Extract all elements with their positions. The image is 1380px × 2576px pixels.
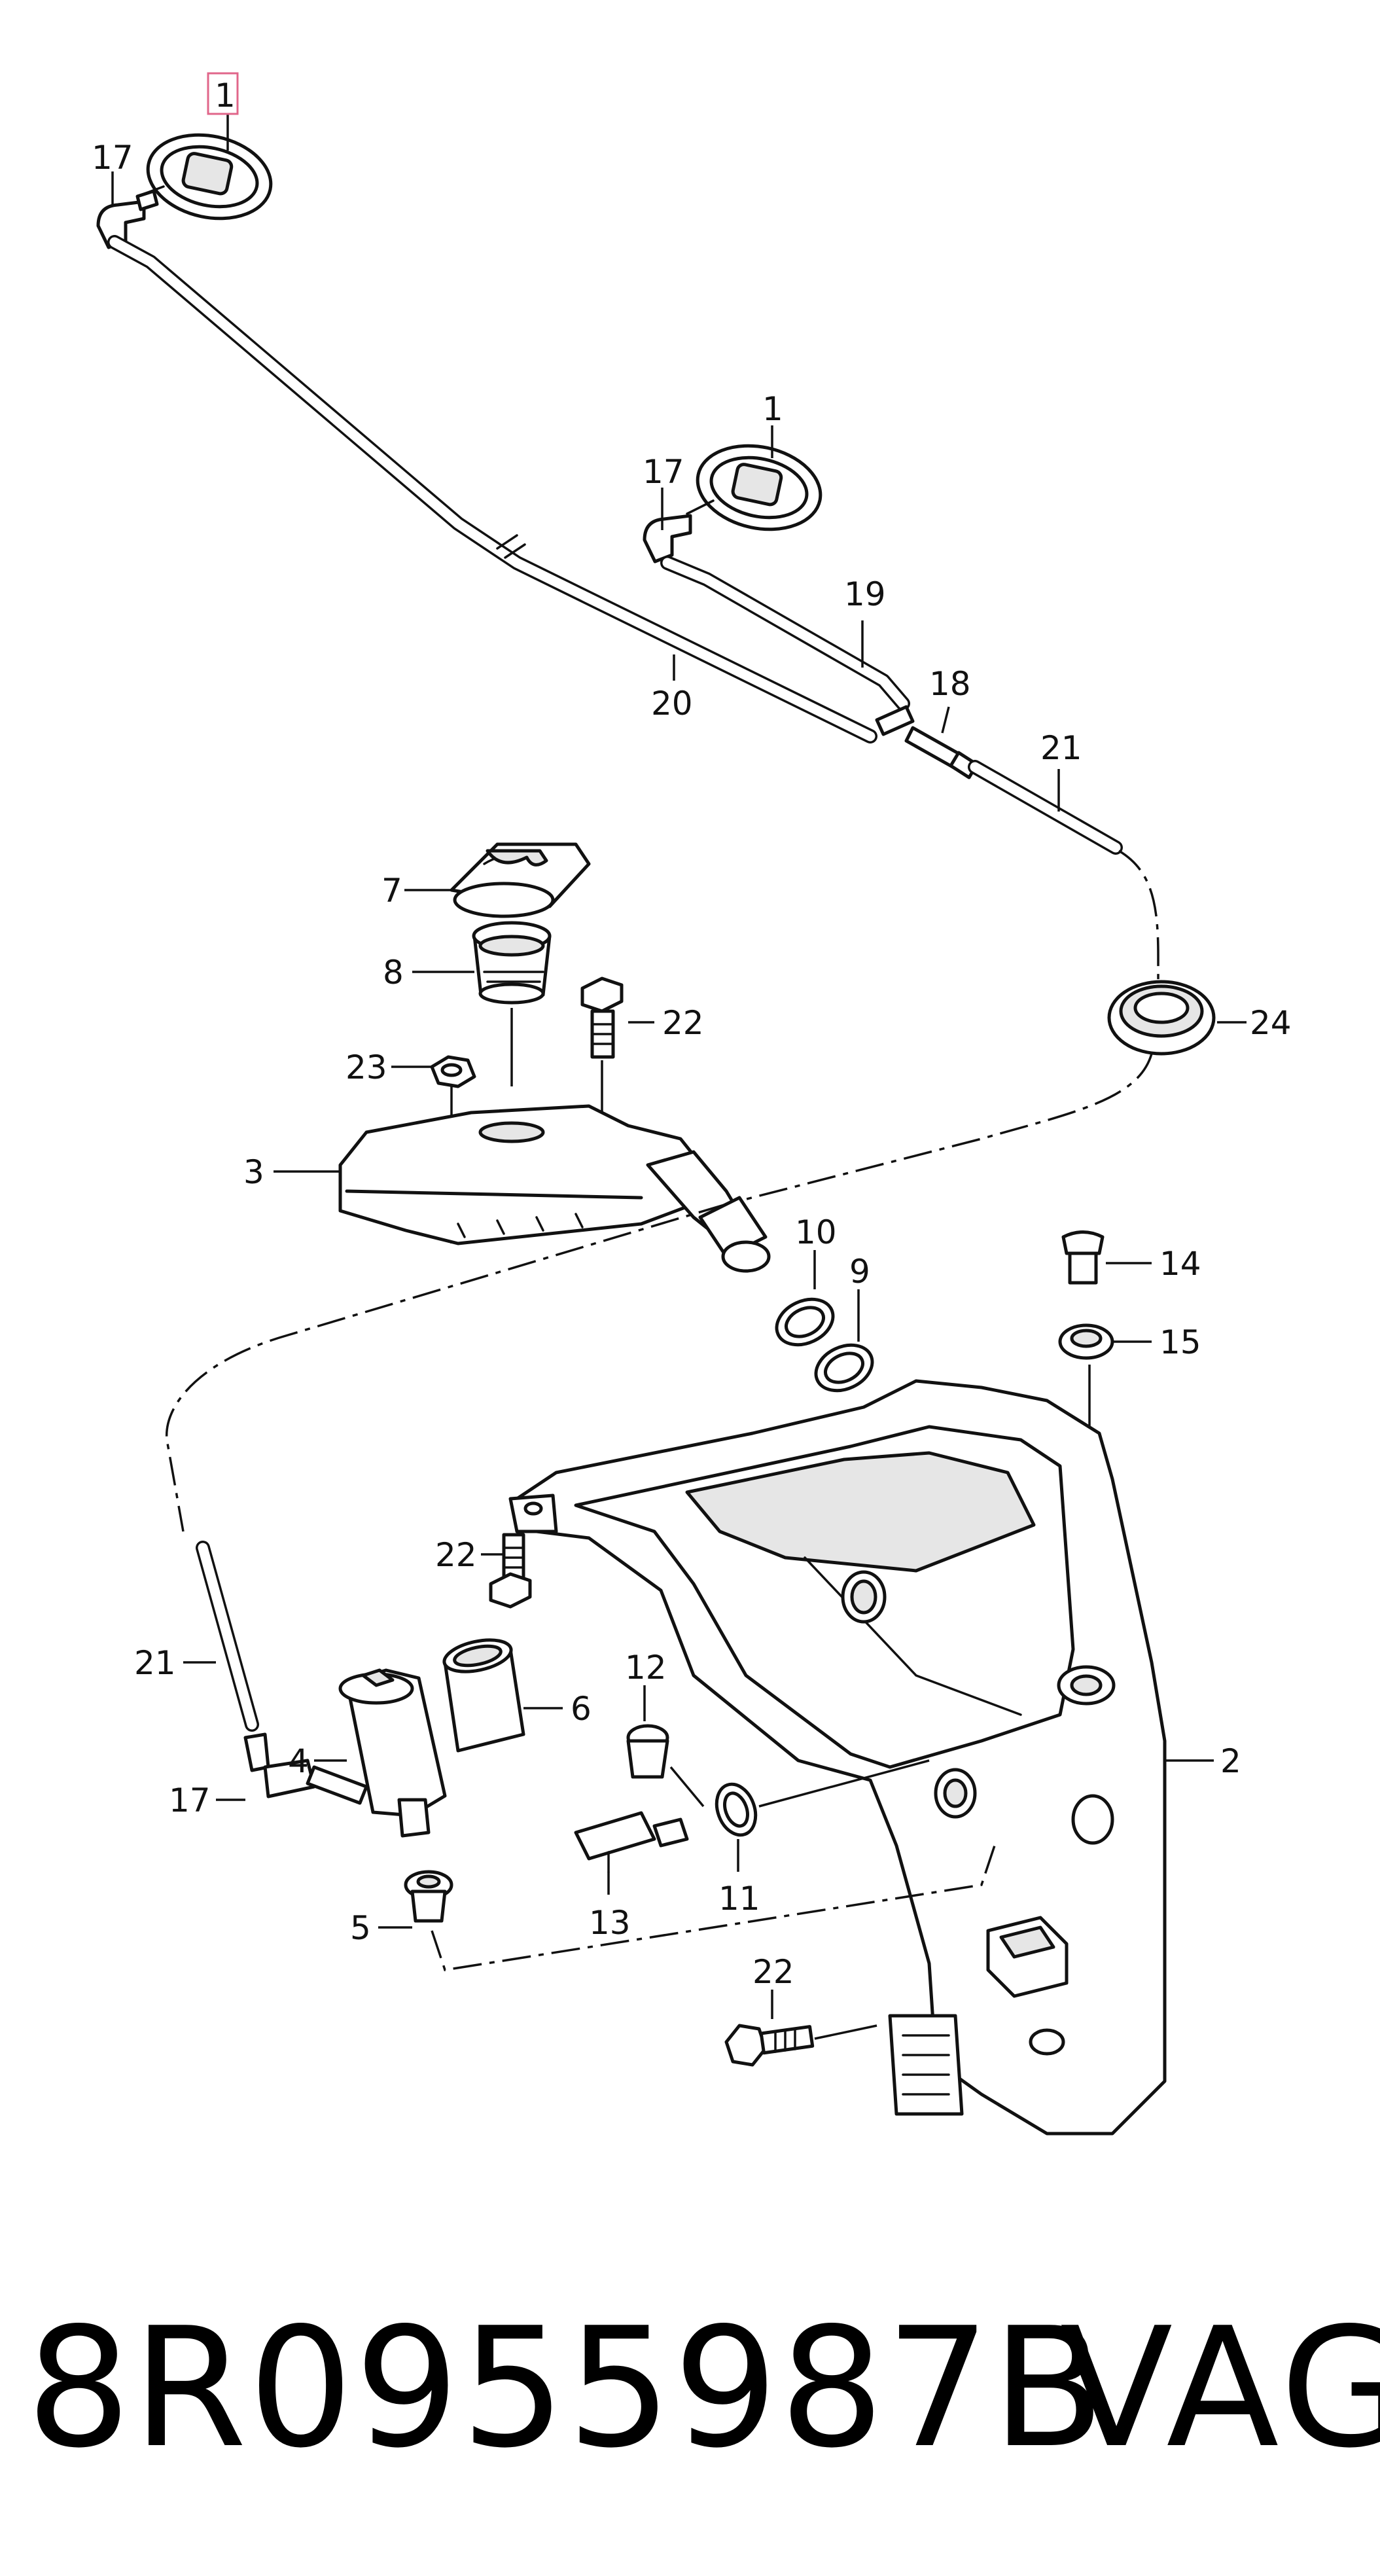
- fluid-level-sensor: [574, 1811, 689, 1873]
- callout-3: 3: [243, 1153, 264, 1191]
- callout-13: 13: [589, 1904, 631, 1942]
- callout-12: 12: [625, 1649, 667, 1687]
- pump-grommet: [404, 1870, 453, 1923]
- callout-11: 11: [718, 1880, 760, 1918]
- washer-hose-lower: [196, 1541, 259, 1732]
- callout-22-left: 22: [435, 1536, 477, 1574]
- hex-bolt-bottom: [724, 2024, 815, 2067]
- callout-20: 20: [651, 685, 693, 723]
- washer-nozzle-right: [686, 444, 823, 531]
- callout-22-bottom: 22: [752, 1953, 794, 1991]
- washer-hose-upper: [968, 760, 1123, 855]
- callout-14: 14: [1159, 1245, 1201, 1283]
- callout-labels: 1 17 1 17 19 20 18 21 7 8 22 24 23 3 10 …: [92, 77, 1292, 1991]
- callout-17-second: 17: [643, 453, 684, 491]
- callout-5: 5: [350, 1909, 371, 1947]
- callout-7: 7: [381, 872, 402, 910]
- callout-15: 15: [1159, 1323, 1201, 1361]
- hose-grommet: [1107, 980, 1216, 1056]
- callout-4: 4: [288, 1742, 309, 1780]
- hex-bolt-left: [489, 1533, 532, 1609]
- callout-18: 18: [929, 665, 971, 703]
- washer-fluid-reservoir: [508, 1379, 1167, 2136]
- hex-bolt-upper: [580, 976, 624, 1059]
- expanding-nut: [1061, 1230, 1105, 1285]
- retaining-clip: [626, 1724, 669, 1779]
- callout-22-upper: 22: [662, 1004, 704, 1042]
- long-washer-hose: [107, 235, 877, 743]
- filler-neck-reservoir: [338, 1104, 771, 1273]
- callout-23: 23: [345, 1048, 387, 1086]
- callout-21-lower: 21: [134, 1644, 176, 1682]
- t-piece-connector: [875, 705, 979, 779]
- leader-lines: [111, 115, 1247, 2019]
- sealing-ring-large: [775, 1297, 835, 1347]
- brand-name: VAG: [1060, 2293, 1380, 2484]
- washer-pump: [338, 1668, 447, 1838]
- strainer-filter: [472, 921, 552, 1005]
- callout-9: 9: [849, 1253, 870, 1291]
- callout-19: 19: [844, 575, 886, 613]
- hex-nut: [430, 1055, 476, 1088]
- callout-6: 6: [571, 1690, 592, 1728]
- callout-1-second: 1: [762, 390, 783, 428]
- short-washer-hose: [660, 556, 910, 711]
- callout-2: 2: [1220, 1742, 1241, 1780]
- callout-17-top: 17: [92, 139, 133, 177]
- callout-highlight-box: [207, 72, 239, 115]
- footer-caption: 8R0955987B VAG: [26, 2291, 1380, 2487]
- nozzle-elbow-connector-left: [96, 189, 159, 249]
- callout-24: 24: [1250, 1004, 1292, 1042]
- washer-nozzle-left: [136, 133, 273, 221]
- filler-cap: [450, 842, 591, 918]
- sealing-ring-small: [814, 1343, 874, 1393]
- rubber-grommet: [1058, 1323, 1114, 1360]
- pump-seal-sleeve: [442, 1638, 525, 1753]
- callout-1-top: 1: [215, 77, 236, 115]
- callout-21-top: 21: [1040, 729, 1082, 767]
- callout-8: 8: [383, 954, 404, 992]
- part-number: 8R0955987B: [26, 2293, 1106, 2484]
- sensor-seal-ring: [715, 1782, 758, 1837]
- exploded-parts-diagram: 1 17 1 17 19 20 18 21 7 8 22 24 23 3 10 …: [92, 72, 1292, 2136]
- callout-17-lower: 17: [169, 1781, 211, 1819]
- callout-10: 10: [795, 1213, 837, 1251]
- nozzle-elbow-connector-right: [643, 514, 692, 564]
- hose-elbow-connector-lower: [243, 1732, 368, 1805]
